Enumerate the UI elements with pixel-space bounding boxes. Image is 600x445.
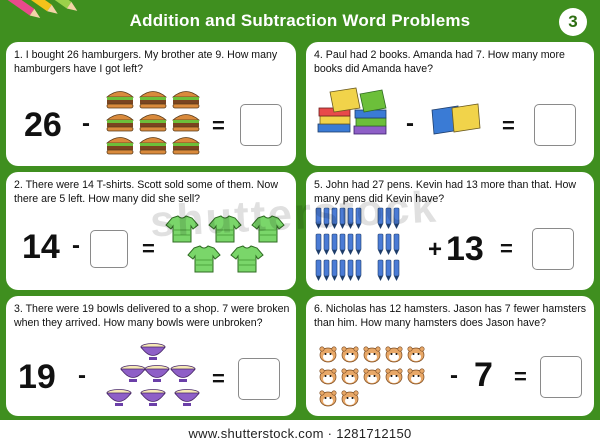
problem-text: 1. I bought 26 hamburgers. My brother at… — [14, 49, 278, 75]
problem-text: 6. Nicholas has 12 hamsters. Jason has 7… — [314, 303, 587, 329]
problem-text: 2. There were 14 T-shirts. Scott sold so… — [14, 179, 278, 205]
operator-sign: - — [406, 110, 414, 137]
page-title: Addition and Subtraction Word Problems — [129, 11, 471, 30]
operator-sign: - — [78, 362, 86, 389]
pen-icon — [315, 207, 400, 282]
bowl-icon — [106, 343, 200, 407]
problem-number: 26 — [24, 106, 62, 144]
problem-card-5: 5. John had 27 pens. Kevin had 13 more t… — [306, 172, 594, 290]
operator-sign: - — [450, 362, 458, 389]
equals-sign: = — [514, 364, 527, 389]
operator-sign: - — [72, 232, 80, 259]
answer-box[interactable] — [240, 104, 282, 146]
problem-card-1: 1. I bought 26 hamburgers. My brother at… — [6, 42, 296, 166]
hamburger-icon — [106, 91, 200, 155]
answer-box[interactable] — [238, 358, 280, 400]
answer-box[interactable] — [90, 230, 128, 268]
problem-card-4: 4. Paul had 2 books. Amanda had 7. How m… — [306, 42, 594, 166]
answer-box[interactable] — [540, 356, 582, 398]
pencils-icon — [0, 0, 78, 18]
equals-sign: = — [212, 366, 225, 391]
problem-number: 13 — [446, 230, 484, 268]
problem-number: 14 — [22, 228, 60, 266]
problem-card-3: 3. There were 19 bowls delivered to a sh… — [6, 296, 296, 416]
problem-text: 3. There were 19 bowls delivered to a sh… — [14, 303, 290, 329]
problem-card-2: 2. There were 14 T-shirts. Scott sold so… — [6, 172, 296, 290]
equals-sign: = — [500, 236, 513, 261]
problem-card-6: 6. Nicholas has 12 hamsters. Jason has 7… — [306, 296, 594, 416]
footer-url: www.shutterstock.com · 1281712150 — [188, 426, 412, 441]
equals-sign: = — [212, 113, 225, 138]
operator-sign: - — [82, 110, 90, 137]
equals-sign: = — [142, 236, 155, 261]
answer-box[interactable] — [534, 104, 576, 146]
page-number-badge: 3 — [559, 8, 587, 36]
hamster-icon — [319, 346, 425, 407]
tshirt-icon — [165, 215, 285, 273]
problem-text: 4. Paul had 2 books. Amanda had 7. How m… — [314, 49, 565, 75]
problem-number: 7 — [474, 356, 493, 394]
answer-box[interactable] — [532, 228, 574, 270]
problem-number: 19 — [18, 358, 56, 396]
equals-sign: = — [502, 113, 515, 138]
book-stack-icon — [317, 87, 387, 135]
operator-sign: + — [428, 236, 443, 263]
problem-text: 5. John had 27 pens. Kevin had 13 more t… — [314, 179, 577, 205]
book-icon — [431, 103, 481, 135]
